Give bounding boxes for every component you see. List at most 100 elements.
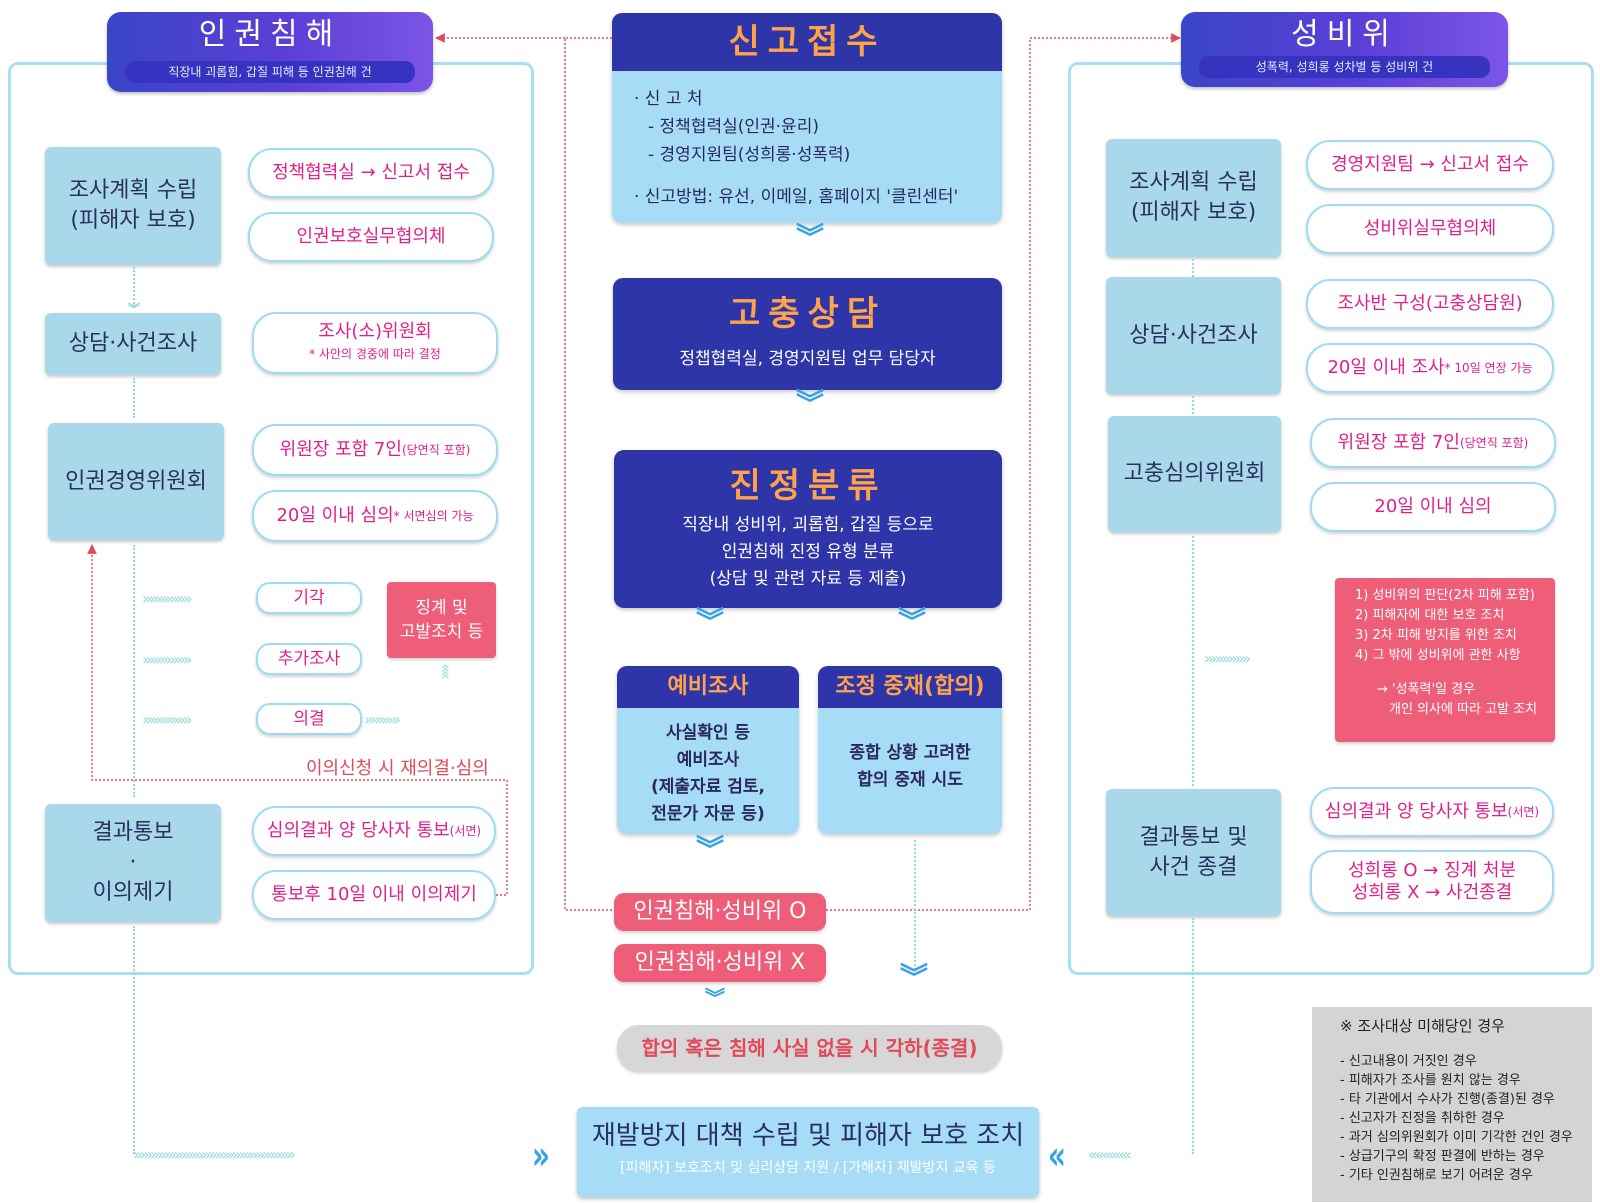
right-flow-dots-1: [1192, 259, 1194, 277]
right-stage-result-line2: 사건 종결: [1149, 854, 1238, 880]
left-stage-result-line3: 이의제기: [92, 880, 174, 905]
right-stage-plan-line1: 조사계획 수립: [1129, 170, 1258, 195]
pre-body: 사실확인 등 예비조사 (제출자료 검토, 전문가 자문 등): [617, 708, 799, 828]
mediation-box: 조정 중재(합의) 종합 상황 고려한 합의 중재 시도: [818, 666, 1002, 834]
right-header-title: 성비위: [1291, 17, 1398, 52]
right-committee-item-2: 20일 이내 심의: [1310, 482, 1556, 532]
left-stage-committee: 인권경영위원회: [48, 423, 224, 540]
exception-item-7: - 기타 인권침해로 보기 어려운 경우: [1340, 1168, 1533, 1183]
outcome-resolve: 의결: [256, 703, 362, 735]
right-flow-dots-4: [1192, 918, 1194, 1154]
left-final-arrow: »: [531, 1133, 550, 1179]
left-marks-bottom: ››››››››››››››››››››››››››››››››››››››››…: [133, 1145, 296, 1164]
chev-2: ︾: [795, 387, 824, 420]
exception-item-2: - 피해자가 조사를 원치 않는 경우: [1340, 1073, 1521, 1088]
right-result-item-1: 심의결과 양 당사자 통보(서면): [1310, 787, 1554, 837]
final-box: 재발방지 대책 수립 및 피해자 보호 조치 [피해자] 보호조치 및 심리상담…: [577, 1107, 1039, 1197]
left-plan-item-2: 인권보호실무협의체: [248, 212, 494, 262]
left-marks-1: ››››››››››››››: [142, 589, 193, 608]
left-marks-up: ››››: [434, 666, 454, 680]
outcome-yes: 인권침해·성비위 O: [614, 893, 826, 931]
right-stage-result-line1: 결과통보 및: [1139, 824, 1248, 850]
dismiss-box: 합의 혹은 침해 사실 없을 시 각하(종결): [617, 1025, 1002, 1071]
right-plan-item-2: 성비위실무협의체: [1306, 204, 1554, 254]
outcome-dismiss: 기각: [256, 582, 362, 614]
report-title-bar: 신고접수: [612, 13, 1002, 71]
measure-4: 4) 그 밖에 성비위에 관한 사항: [1355, 648, 1521, 663]
right-result-item-2: 성희롱 O → 징계 처분 성희롱 X → 사건종결: [1310, 850, 1554, 914]
pre-title: 예비조사: [617, 666, 799, 708]
left-stage-result-line2: ·: [129, 850, 137, 875]
left-flow-dots-2: [133, 378, 135, 418]
report-body: · 신 고 처 - 정책협력실(인권·윤리) - 경영지원팀(성희롱·성폭력) …: [612, 71, 1002, 211]
left-marks-2: ››››››››››››››: [142, 650, 193, 669]
exception-item-1: - 신고내용이 거짓인 경우: [1340, 1054, 1477, 1069]
measure-2: 2) 피해자에 대한 보호 조치: [1355, 608, 1505, 623]
chev-3b: ︾: [897, 605, 926, 638]
report-line-2: - 정책협력실(인권·윤리): [648, 117, 819, 137]
med-line-2: 합의 중재 시도: [857, 770, 963, 790]
right-flow-dots-2: [1192, 396, 1194, 414]
exception-item-3: - 타 기관에서 수사가 진행(종결)된 경우: [1340, 1092, 1555, 1107]
left-header: 인권침해 직장내 괴롭힘, 갑질 피해 등 인권침해 건: [107, 12, 433, 92]
pre-line-2: 예비조사: [676, 750, 740, 770]
report-title: 신고접수: [728, 22, 886, 62]
right-marks-1: ›››››››››››››: [1204, 649, 1251, 668]
pre-line-4: 전문가 자문 등): [651, 804, 765, 824]
classify-body: 직장내 성비위, 괴롭힘, 갑질 등으로 인권침해 진정 유형 분류 (상담 및…: [614, 512, 1002, 593]
left-header-sub: 직장내 괴롭힘, 갑질 피해 등 인권침해 건: [125, 61, 415, 83]
right-plan-item-1: 경영지원팀 → 신고서 접수: [1306, 140, 1554, 190]
exception-item-6: - 상급기구의 확정 판결에 반하는 경우: [1340, 1149, 1545, 1164]
appeal-label: 이의신청 시 재의결·심의: [306, 758, 489, 779]
classify-line-3: (상담 및 관련 자료 등 제출): [709, 569, 907, 589]
left-chev-1: ︾: [127, 302, 140, 316]
report-line-4: · 신고방법: 유선, 이메일, 홈페이지 '클린센터': [634, 187, 959, 207]
right-final-arrow: «: [1047, 1133, 1066, 1179]
left-stage-result-line1: 결과통보: [92, 820, 174, 845]
med-line-1: 종합 상황 고려한: [849, 743, 971, 763]
chev-3a: ︾: [695, 605, 724, 638]
right-stage-plan: 조사계획 수립 (피해자 보호): [1106, 139, 1281, 257]
classify-line-1: 직장내 성비위, 괴롭힘, 갑질 등으로: [682, 515, 934, 535]
right-stage-result: 결과통보 및 사건 종결: [1106, 789, 1281, 916]
chev-4: ︾: [695, 833, 724, 866]
pre-investigation-box: 예비조사 사실확인 등 예비조사 (제출자료 검토, 전문가 자문 등): [617, 666, 799, 834]
classify-title: 진정분류: [729, 466, 887, 506]
right-investigation-item-2: 20일 이내 조사 * 10일 연장 가능: [1306, 343, 1554, 393]
outcome-no: 인권침해·성비위 X: [614, 944, 826, 982]
measure-3: 3) 2차 피해 방지를 위한 조치: [1355, 628, 1517, 643]
measure-note-2: 개인 의사에 따라 고발 조치: [1389, 702, 1538, 717]
pre-line-1: 사실확인 등: [665, 723, 751, 743]
right-flow-dots-3: [1192, 536, 1194, 786]
counsel-title: 고충상담: [728, 294, 887, 334]
mediation-dots: [914, 840, 916, 970]
right-marks-bottom: ‹‹‹‹‹‹‹‹‹‹‹‹: [1088, 1145, 1132, 1164]
report-line-1: · 신 고 처: [634, 89, 703, 109]
report-line-3: - 경영지원팀(성희롱·성폭력): [648, 145, 851, 165]
left-result-item-1: 심의결과 양 당사자 통보(서면): [252, 806, 496, 856]
med-title: 조정 중재(합의): [818, 666, 1002, 708]
link-report-left: [564, 37, 616, 911]
chev-6: ︾: [705, 986, 725, 1010]
classify-box: 진정분류 직장내 성비위, 괴롭힘, 갑질 등으로 인권침해 진정 유형 분류 …: [614, 450, 1002, 608]
med-body: 종합 상황 고려한 합의 중재 시도: [818, 708, 1002, 794]
exception-item-5: - 과거 심의위원회가 이미 기각한 건인 경우: [1340, 1130, 1573, 1145]
exception-note-title: ※ 조사대상 미해당인 경우: [1340, 1017, 1505, 1035]
left-stage-result: 결과통보 · 이의제기: [45, 804, 221, 922]
left-marks-4: ››››››››››: [364, 710, 401, 729]
left-flow-dots-4: [133, 926, 135, 1154]
left-flow-dots-1: [133, 267, 135, 307]
exception-item-4: - 신고자가 진정을 취하한 경우: [1340, 1111, 1505, 1126]
final-sub: [피해자] 보호조치 및 심리상담 지원 / [가해자] 재발방지 교육 등: [620, 1160, 996, 1176]
left-result-item-2: 통보후 10일 이내 이의제기: [252, 870, 496, 920]
report-box: 신고접수 · 신 고 처 - 정책협력실(인권·윤리) - 경영지원팀(성희롱·…: [612, 13, 1002, 223]
exception-note-box: ※ 조사대상 미해당인 경우 - 신고내용이 거짓인 경우 - 피해자가 조사를…: [1312, 1007, 1592, 1202]
left-committee-item-1: 위원장 포함 7인(당연직 포함): [252, 424, 498, 476]
right-header-sub: 성폭력, 성희롱 성차별 등 성비위 건: [1199, 56, 1490, 78]
left-committee-item-2: 20일 이내 심의 * 서면심의 가능: [252, 490, 498, 542]
chev-5: ︾: [899, 961, 928, 994]
right-committee-item-1: 위원장 포함 7인(당연직 포함): [1310, 418, 1556, 468]
link-report-right: [826, 33, 1181, 911]
